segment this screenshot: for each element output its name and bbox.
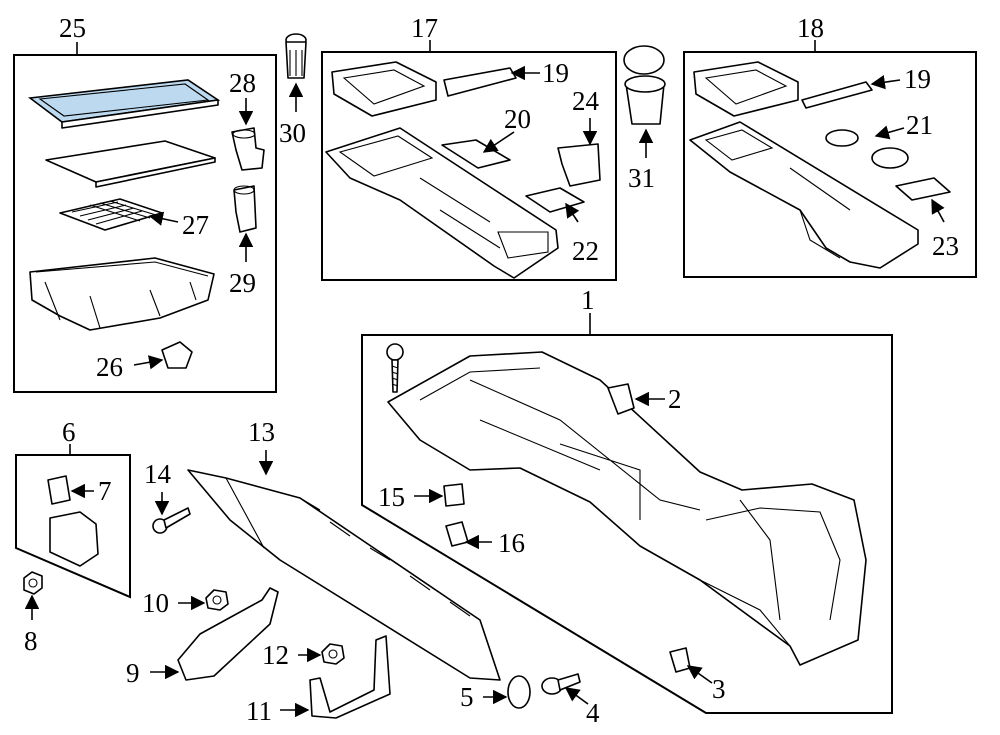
callout-9: 9 <box>126 658 140 688</box>
side-panel-13-part <box>187 469 501 681</box>
group-frame-6 <box>15 454 131 599</box>
callout-3: 3 <box>712 674 726 704</box>
callout-8: 8 <box>24 626 38 656</box>
floor-console-part <box>387 351 867 666</box>
callout-14: 14 <box>144 459 172 489</box>
callout-17: 17 <box>411 13 438 43</box>
callout-27: 27 <box>182 210 209 240</box>
screw-4-part <box>541 673 581 695</box>
switch-29-part <box>233 185 257 233</box>
group-frame-25 <box>13 54 277 393</box>
callout-13: 13 <box>248 417 275 447</box>
leader-3 <box>686 665 713 684</box>
callout-31: 31 <box>628 163 655 193</box>
group-frame-17 <box>321 51 617 281</box>
leader-27 <box>148 211 179 226</box>
callout-6: 6 <box>62 417 76 447</box>
clip-3-part <box>669 647 691 673</box>
leader-4 <box>564 687 589 705</box>
callout-26: 26 <box>96 352 123 382</box>
cupholder-31-part <box>623 45 666 125</box>
callout-29: 29 <box>229 268 256 298</box>
callout-7: 7 <box>98 476 112 506</box>
clip-26-part <box>161 341 193 369</box>
nut-10-part <box>205 589 229 611</box>
callout-18: 18 <box>797 13 824 43</box>
callout-19b: 19 <box>904 64 931 94</box>
bracket-9-part <box>177 587 279 681</box>
console-trim-17-part <box>325 61 601 279</box>
callout-19a: 19 <box>542 58 569 88</box>
clip-16-part <box>445 521 469 547</box>
nut-8-part <box>23 571 43 595</box>
armrest-cover-part <box>45 140 216 188</box>
callout-10: 10 <box>142 588 169 618</box>
leader-23 <box>931 198 945 223</box>
clip-15-part <box>443 483 465 507</box>
bracket-6-part <box>49 511 99 567</box>
callout-30: 30 <box>279 118 306 148</box>
nut-12-part <box>321 643 345 665</box>
callout-25: 25 <box>59 13 86 43</box>
callout-24: 24 <box>572 86 600 116</box>
callout-11: 11 <box>246 696 272 726</box>
callout-23: 23 <box>932 231 959 261</box>
callout-20: 20 <box>504 104 531 134</box>
socket-30-part <box>285 33 307 79</box>
leader-26 <box>133 355 164 370</box>
callout-22: 22 <box>572 236 599 266</box>
storage-bin-part <box>29 257 215 331</box>
leader-19b <box>870 75 901 90</box>
callout-1: 1 <box>581 285 595 315</box>
bracket-11-part <box>309 635 391 719</box>
clip-2-part <box>607 383 635 415</box>
leader-22 <box>565 202 580 223</box>
screw-14-part <box>152 507 191 534</box>
callout-4: 4 <box>586 698 600 728</box>
callout-21: 21 <box>906 110 933 140</box>
callout-28: 28 <box>229 68 256 98</box>
leader-21 <box>874 125 905 140</box>
callout-16: 16 <box>498 528 525 558</box>
plug-5-part <box>507 675 531 709</box>
console-trim-18-part <box>689 61 951 269</box>
storage-mat-part <box>59 198 163 231</box>
bolt-part <box>386 343 404 393</box>
callout-2: 2 <box>668 384 682 414</box>
callout-12: 12 <box>262 640 289 670</box>
callout-15: 15 <box>378 482 405 512</box>
callout-5: 5 <box>460 682 474 712</box>
leader-20 <box>482 131 515 153</box>
switch-28-part <box>231 127 265 171</box>
armrest-pad-part <box>27 79 221 129</box>
clip-7-part <box>47 475 71 505</box>
group-frame-18 <box>683 51 977 278</box>
group-frame-1 <box>361 334 893 714</box>
